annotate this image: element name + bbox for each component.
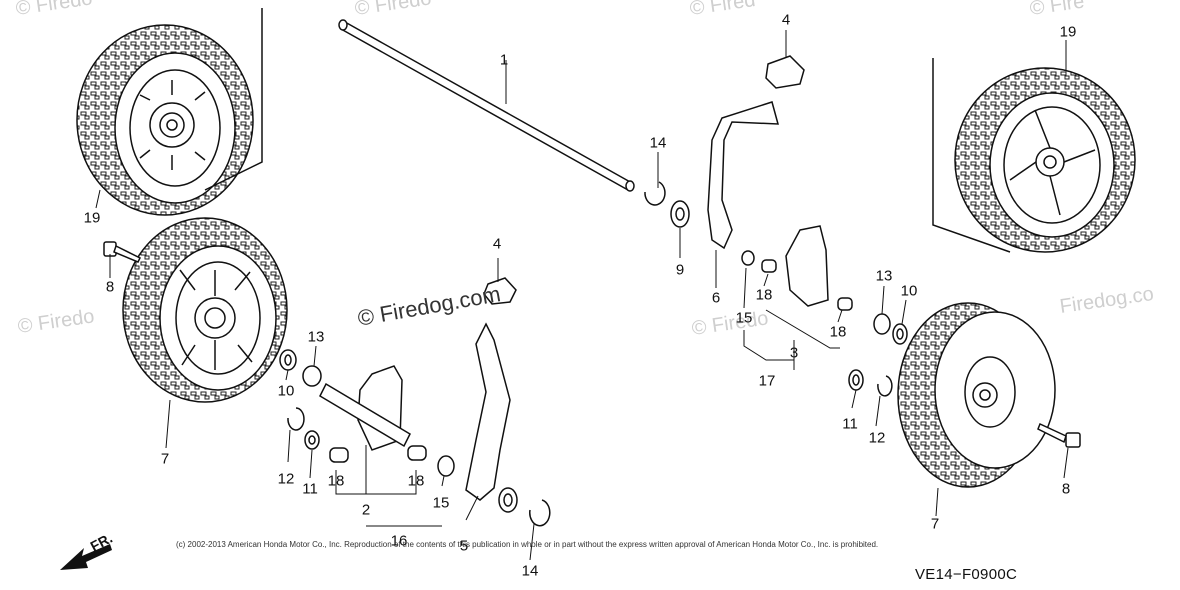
rear-wheel-right xyxy=(954,67,1136,253)
axle-shaft xyxy=(338,19,635,192)
callout-7-left: 7 xyxy=(160,450,170,468)
callout-6: 6 xyxy=(711,289,721,307)
height-arm-left xyxy=(465,322,511,501)
callout-12-left: 12 xyxy=(277,470,295,488)
callout-18-right-a: 18 xyxy=(755,286,773,304)
front-wheel-left xyxy=(122,217,288,403)
copyright-notice: (c) 2002-2013 American Honda Motor Co., … xyxy=(176,540,879,549)
callout-1: 1 xyxy=(499,51,509,69)
callout-18-left-a: 18 xyxy=(327,472,345,490)
callout-14-top: 14 xyxy=(649,134,667,152)
front-direction-arrow xyxy=(60,544,112,570)
rear-wheel-right-frame xyxy=(932,58,1011,253)
callout-8-right: 8 xyxy=(1061,480,1071,498)
callout-11-left: 11 xyxy=(302,480,318,498)
callout-10-right: 10 xyxy=(900,282,918,300)
bolt-left xyxy=(103,241,142,263)
pad-top xyxy=(765,55,805,89)
callout-9: 9 xyxy=(675,261,685,279)
callout-17: 17 xyxy=(758,372,776,390)
callout-5: 5 xyxy=(459,537,469,555)
callout-7-right: 7 xyxy=(930,515,940,533)
callout-18-right-b: 18 xyxy=(829,323,847,341)
callout-3: 3 xyxy=(789,344,799,362)
callout-12-right: 12 xyxy=(868,429,886,447)
callout-18-left-b: 18 xyxy=(407,472,425,490)
bracket-left-shaft xyxy=(319,382,411,448)
callout-11-right: 11 xyxy=(842,415,858,433)
callout-16: 16 xyxy=(390,532,408,550)
callout-2: 2 xyxy=(361,501,371,519)
callout-4-mid: 4 xyxy=(492,235,502,253)
front-wheel-right xyxy=(897,302,1056,488)
rear-wheel-left-frame xyxy=(204,8,263,191)
callout-8-left: 8 xyxy=(105,278,115,296)
callout-4-top: 4 xyxy=(781,11,791,29)
pad-mid xyxy=(483,277,517,305)
callout-13-right: 13 xyxy=(875,267,893,285)
callout-13-left: 13 xyxy=(307,328,325,346)
small-parts xyxy=(279,181,908,527)
callout-19-right: 19 xyxy=(1059,23,1077,41)
diagram-code: VE14−F0900C xyxy=(915,566,1018,583)
bracket-right xyxy=(785,225,829,307)
callout-15-left: 15 xyxy=(432,494,450,512)
callout-14-bottom: 14 xyxy=(521,562,539,580)
leader-lines xyxy=(95,30,1069,561)
rear-wheel-left xyxy=(76,24,254,216)
bolt-right xyxy=(1037,422,1081,448)
callout-15-right: 15 xyxy=(735,309,753,327)
callout-19-left: 19 xyxy=(83,209,101,227)
callout-10-left: 10 xyxy=(277,382,295,400)
height-arm-right xyxy=(707,101,779,250)
